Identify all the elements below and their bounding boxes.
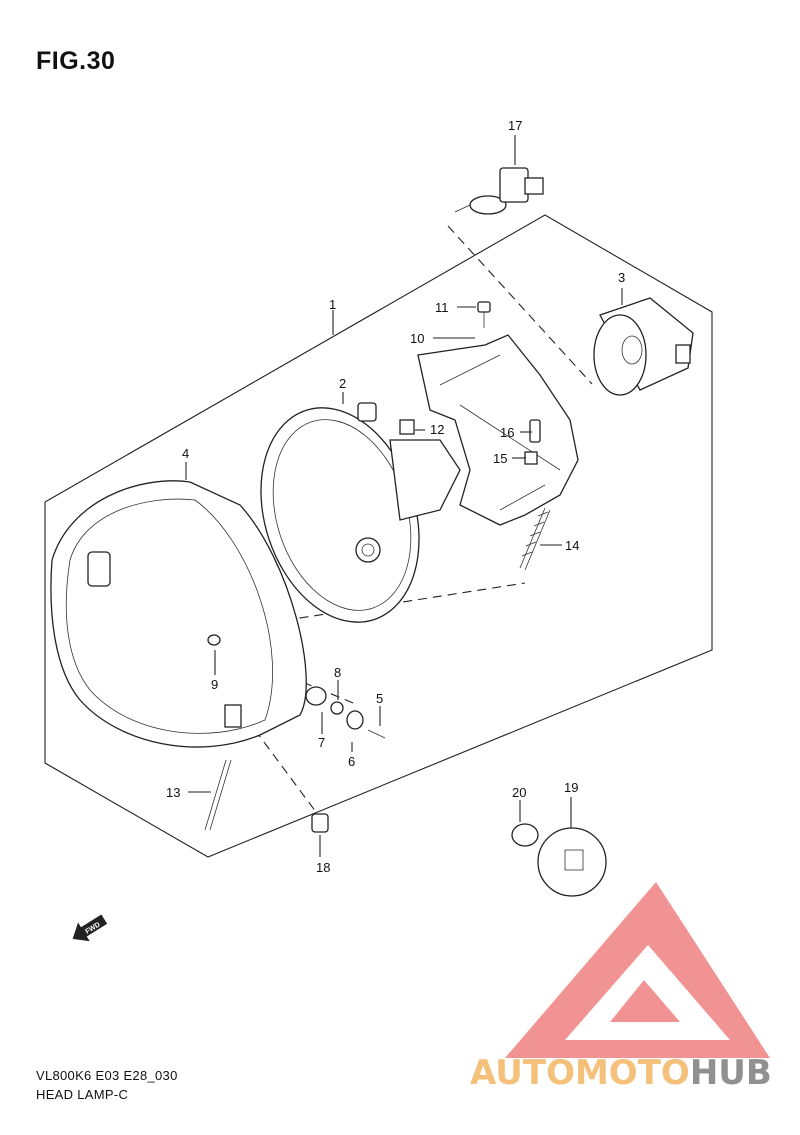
callout-19: 19 bbox=[564, 780, 578, 795]
housing-rim-part bbox=[50, 480, 307, 748]
callout-11: 11 bbox=[435, 300, 449, 315]
callout-4: 4 bbox=[182, 446, 189, 461]
callout-6: 6 bbox=[348, 754, 355, 769]
watermark-text-part2: HUB bbox=[690, 1053, 772, 1093]
watermark-triangle-core bbox=[610, 980, 680, 1022]
callout-3: 3 bbox=[618, 270, 625, 285]
callout-13: 13 bbox=[166, 785, 180, 800]
callout-15: 15 bbox=[493, 451, 507, 466]
bracket-part bbox=[417, 334, 579, 526]
section-name: HEAD LAMP-C bbox=[36, 1087, 129, 1102]
figure-title: FIG.30 bbox=[36, 47, 116, 75]
callout-8: 8 bbox=[334, 665, 341, 680]
watermark-text-part1: AUTOMOTO bbox=[470, 1053, 690, 1093]
callout-9: 9 bbox=[211, 677, 218, 692]
callout-20: 20 bbox=[512, 785, 526, 800]
watermark-logo: AUTOMOTOHUB bbox=[470, 882, 772, 1093]
callout-labels: 1 2 3 4 5 6 7 8 9 10 11 12 13 14 15 16 1… bbox=[166, 118, 625, 875]
callout-16: 16 bbox=[500, 425, 514, 440]
watermark-text: AUTOMOTOHUB bbox=[470, 1053, 772, 1093]
callout-5: 5 bbox=[376, 691, 383, 706]
callout-7: 7 bbox=[318, 735, 325, 750]
callout-10: 10 bbox=[410, 331, 424, 346]
model-code: VL800K6 E03 E28_030 bbox=[36, 1068, 178, 1083]
callout-14: 14 bbox=[565, 538, 579, 553]
assembly-boundary bbox=[44, 214, 713, 858]
callout-12: 12 bbox=[430, 422, 444, 437]
small-hardware bbox=[204, 301, 607, 897]
callout-2: 2 bbox=[339, 376, 346, 391]
socket-cover-part bbox=[593, 297, 694, 396]
fwd-arrow-icon: FWD bbox=[72, 914, 108, 942]
bulb-part bbox=[454, 167, 544, 215]
callout-18: 18 bbox=[316, 860, 330, 875]
callout-leaders bbox=[185, 135, 623, 857]
callout-1: 1 bbox=[329, 297, 336, 312]
headlamp-unit-part bbox=[260, 402, 461, 623]
callout-17: 17 bbox=[508, 118, 522, 133]
